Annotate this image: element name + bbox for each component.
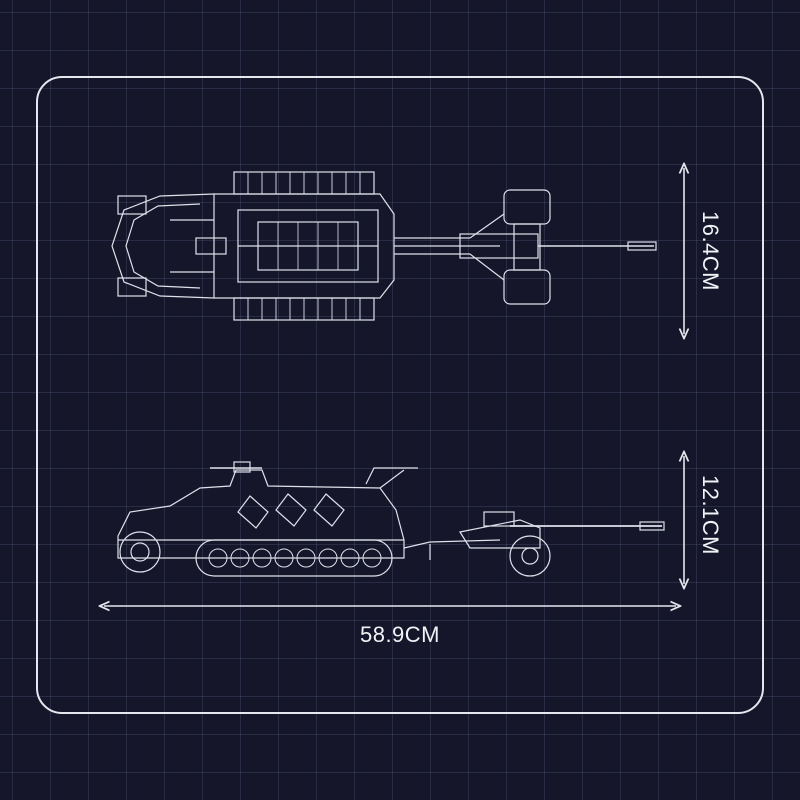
top-view-height-label: 16.4CM [698, 210, 723, 292]
width-dimension-label: 58.9CM [359, 622, 441, 647]
dimension-arrows [104, 168, 684, 606]
side-view-height-label: 12.1CM [698, 474, 723, 556]
side-view-vehicle [117, 461, 665, 577]
top-view-vehicle [111, 171, 657, 321]
blueprint-frame [36, 76, 764, 714]
